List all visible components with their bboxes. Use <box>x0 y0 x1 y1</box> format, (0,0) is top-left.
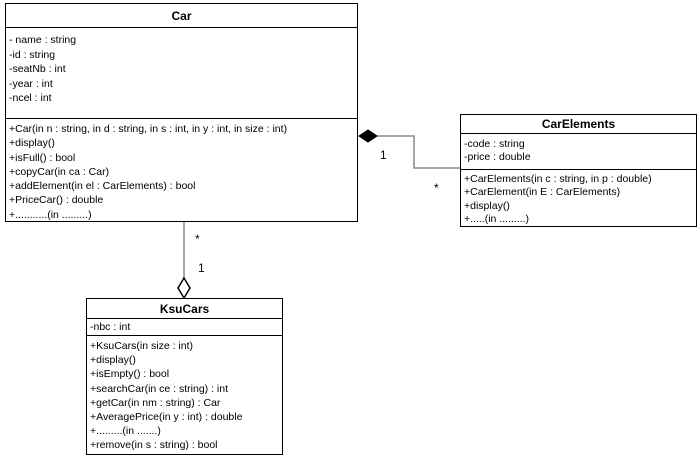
methods-compartment: +Car(in n : string, in d : string, in s … <box>6 119 357 221</box>
class-title: Car <box>6 4 357 28</box>
method-row: +KsuCars(in size : int) <box>90 340 193 352</box>
methods-compartment: +CarElements(in c : string, in p : doubl… <box>461 170 696 226</box>
multiplicity-label-aggregation-part: * <box>195 232 200 246</box>
attributes-compartment: -code : string -price : double <box>461 134 696 170</box>
method-row: +CarElements(in c : string, in p : doubl… <box>464 173 652 185</box>
composition-connector-line <box>377 135 460 169</box>
method-row: +.........(in .......) <box>90 425 161 438</box>
method-row: +addElement(in el : CarElements) : bool <box>9 180 196 193</box>
method-row: +Car(in n : string, in d : string, in s … <box>9 123 288 135</box>
method-row: +display() <box>464 199 510 212</box>
method-row: +searchCar(in ce : string) : int <box>90 382 229 395</box>
method-row: +remove(in s : string) : bool <box>90 439 218 452</box>
class-title: CarElements <box>461 115 696 134</box>
method-row: +isFull() : bool <box>9 151 76 164</box>
multiplicity-label-aggregation-whole: 1 <box>198 261 205 275</box>
composition-diamond-icon <box>358 129 378 143</box>
class-box-carelements: CarElements -code : string -price : doub… <box>460 114 697 227</box>
method-row: +isEmpty() : bool <box>90 368 170 381</box>
method-row: +display() <box>90 354 136 367</box>
attributes-compartment: - name : string -id : string -seatNb : i… <box>6 28 357 119</box>
attribute-row: -id : string <box>9 48 56 61</box>
methods-compartment: +KsuCars(in size : int) +display() +isEm… <box>87 336 282 454</box>
class-box-ksucars: KsuCars -nbc : int +KsuCars(in size : in… <box>86 298 283 455</box>
attribute-row: -ncel : int <box>9 92 52 105</box>
aggregation-diamond-icon <box>177 276 191 300</box>
method-row: +getCar(in nm : string) : Car <box>90 396 221 409</box>
multiplicity-label-composition-whole: 1 <box>380 148 387 162</box>
method-row: +PriceCar() : double <box>9 194 104 207</box>
attribute-row: -code : string <box>464 138 525 150</box>
attribute-row: -seatNb : int <box>9 63 66 76</box>
attribute-row: - name : string <box>9 34 77 46</box>
method-row: +AveragePrice(in y : int) : double <box>90 411 243 424</box>
method-row: +.....(in .........) <box>464 212 530 225</box>
method-row: +CarElement(in E : CarElements) <box>464 186 621 199</box>
attribute-row: -year : int <box>9 77 53 90</box>
attribute-row: -price : double <box>464 151 531 163</box>
multiplicity-label-composition-part: * <box>434 181 439 195</box>
class-box-car: Car - name : string -id : string -seatNb… <box>5 3 358 222</box>
class-title: KsuCars <box>87 299 282 319</box>
attributes-compartment: -nbc : int <box>87 319 282 336</box>
attribute-row: -nbc : int <box>90 321 131 333</box>
method-row: +...........(in .........) <box>9 208 92 221</box>
method-row: +display() <box>9 137 55 150</box>
method-row: +copyCar(in ca : Car) <box>9 165 110 178</box>
